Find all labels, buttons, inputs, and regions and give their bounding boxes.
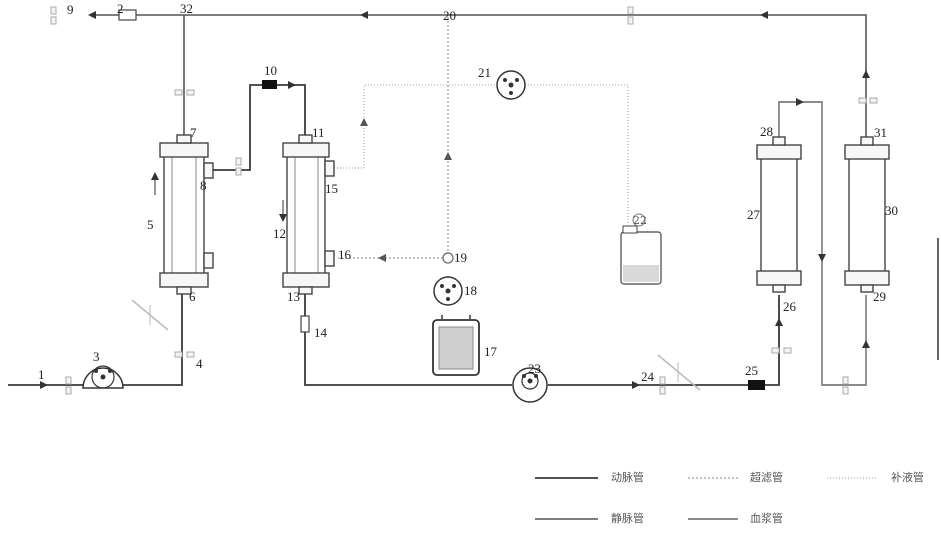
clamp[interactable] [65, 386, 72, 395]
connector-25[interactable] [748, 380, 765, 390]
clamp[interactable] [50, 16, 57, 25]
label-2: 2 [117, 1, 124, 16]
tube-clamps [50, 6, 878, 395]
label-21: 21 [478, 65, 491, 80]
clamp[interactable] [842, 376, 849, 385]
flow-arrow [444, 152, 452, 160]
flow-arrow [88, 11, 96, 19]
pump-23[interactable] [512, 367, 548, 403]
flow-arrow [279, 214, 287, 222]
connector-2[interactable] [118, 9, 137, 21]
venous-return-line [90, 14, 867, 120]
label-15: 15 [325, 181, 338, 196]
junction-19[interactable] [442, 252, 454, 264]
label-30: 30 [885, 203, 898, 218]
flow-arrow [40, 381, 48, 389]
flow-arrow [818, 254, 826, 262]
label-10: 10 [264, 63, 277, 78]
clamp[interactable] [627, 6, 634, 15]
label-7: 7 [190, 125, 197, 140]
clamp[interactable] [235, 167, 242, 176]
flow-arrow [151, 172, 159, 180]
clamp[interactable] [627, 16, 634, 25]
clamp[interactable] [659, 376, 666, 385]
label-31: 31 [874, 125, 887, 140]
legend-ultrafiltrate: 超滤管 [750, 470, 783, 484]
bag-17[interactable] [432, 315, 480, 376]
flow-arrow [360, 118, 368, 126]
pump-3[interactable] [82, 365, 124, 389]
label-17: 17 [484, 344, 498, 359]
flow-arrow [862, 70, 870, 78]
clamp[interactable] [174, 89, 183, 96]
label-14: 14 [314, 325, 328, 340]
label-4: 4 [196, 356, 203, 371]
clamp[interactable] [50, 6, 57, 15]
legend-arterial: 动脉管 [611, 470, 644, 484]
label-26: 26 [783, 299, 797, 314]
label-32: 32 [180, 1, 193, 16]
legend-supplement: 补液管 [891, 470, 924, 484]
filter-27[interactable] [756, 136, 802, 293]
connector-10[interactable] [262, 80, 277, 89]
label-13: 13 [287, 289, 300, 304]
number-labels: 1 2 3 4 5 6 7 8 9 10 11 12 13 14 15 16 1… [38, 1, 898, 384]
clamp[interactable] [65, 376, 72, 385]
label-5: 5 [147, 217, 154, 232]
flow-arrow [796, 98, 804, 106]
label-22: 22 [633, 214, 647, 227]
connector-14[interactable] [300, 315, 310, 333]
label-19: 19 [454, 250, 467, 265]
pump-18[interactable] [433, 276, 463, 306]
ultrafiltrate-line [334, 84, 497, 169]
clamp[interactable] [235, 157, 242, 166]
valve-marks [131, 299, 701, 391]
flow-arrow [760, 11, 768, 19]
clamp[interactable] [869, 97, 878, 104]
container-22[interactable] [620, 213, 662, 285]
filter-5[interactable] [159, 134, 214, 295]
flow-arrow [862, 340, 870, 348]
label-6: 6 [189, 289, 196, 304]
clamp[interactable] [842, 386, 849, 395]
label-23: 23 [528, 361, 541, 376]
flow-arrow [288, 81, 296, 89]
filter-30[interactable] [844, 136, 890, 293]
ultrafiltrate-line-2 [525, 84, 629, 230]
clamp[interactable] [771, 347, 780, 354]
plasma-loop-line [778, 101, 867, 386]
flow-arrow [775, 318, 783, 326]
label-12: 12 [273, 226, 286, 241]
label-20: 20 [443, 8, 456, 23]
label-8: 8 [200, 178, 207, 193]
label-18: 18 [464, 283, 477, 298]
label-25: 25 [745, 363, 758, 378]
clamp[interactable] [186, 351, 195, 358]
clamp[interactable] [186, 89, 195, 96]
label-29: 29 [873, 289, 886, 304]
flow-arrow [360, 11, 368, 19]
label-11: 11 [312, 125, 325, 140]
label-1: 1 [38, 367, 45, 382]
clamp[interactable] [783, 347, 792, 354]
clamp[interactable] [659, 386, 666, 395]
legend-venous: 静脉管 [611, 511, 644, 525]
label-27: 27 [747, 207, 761, 222]
label-3: 3 [93, 349, 100, 364]
label-16: 16 [338, 247, 352, 262]
clamp[interactable] [858, 97, 867, 104]
filter-12[interactable] [282, 134, 335, 295]
label-9: 9 [67, 2, 74, 17]
label-24: 24 [641, 369, 655, 384]
plasma-line-2 [765, 295, 780, 386]
label-22-circle [632, 213, 646, 227]
flow-arrow [632, 381, 640, 389]
flow-arrow [378, 254, 386, 262]
label-28: 28 [760, 124, 773, 139]
legend-plasma: 血浆管 [750, 511, 783, 525]
clamp[interactable] [174, 351, 183, 358]
pump-21[interactable] [496, 70, 526, 100]
legend: 动脉管 超滤管 补液管 静脉管 血浆管 [535, 470, 924, 525]
